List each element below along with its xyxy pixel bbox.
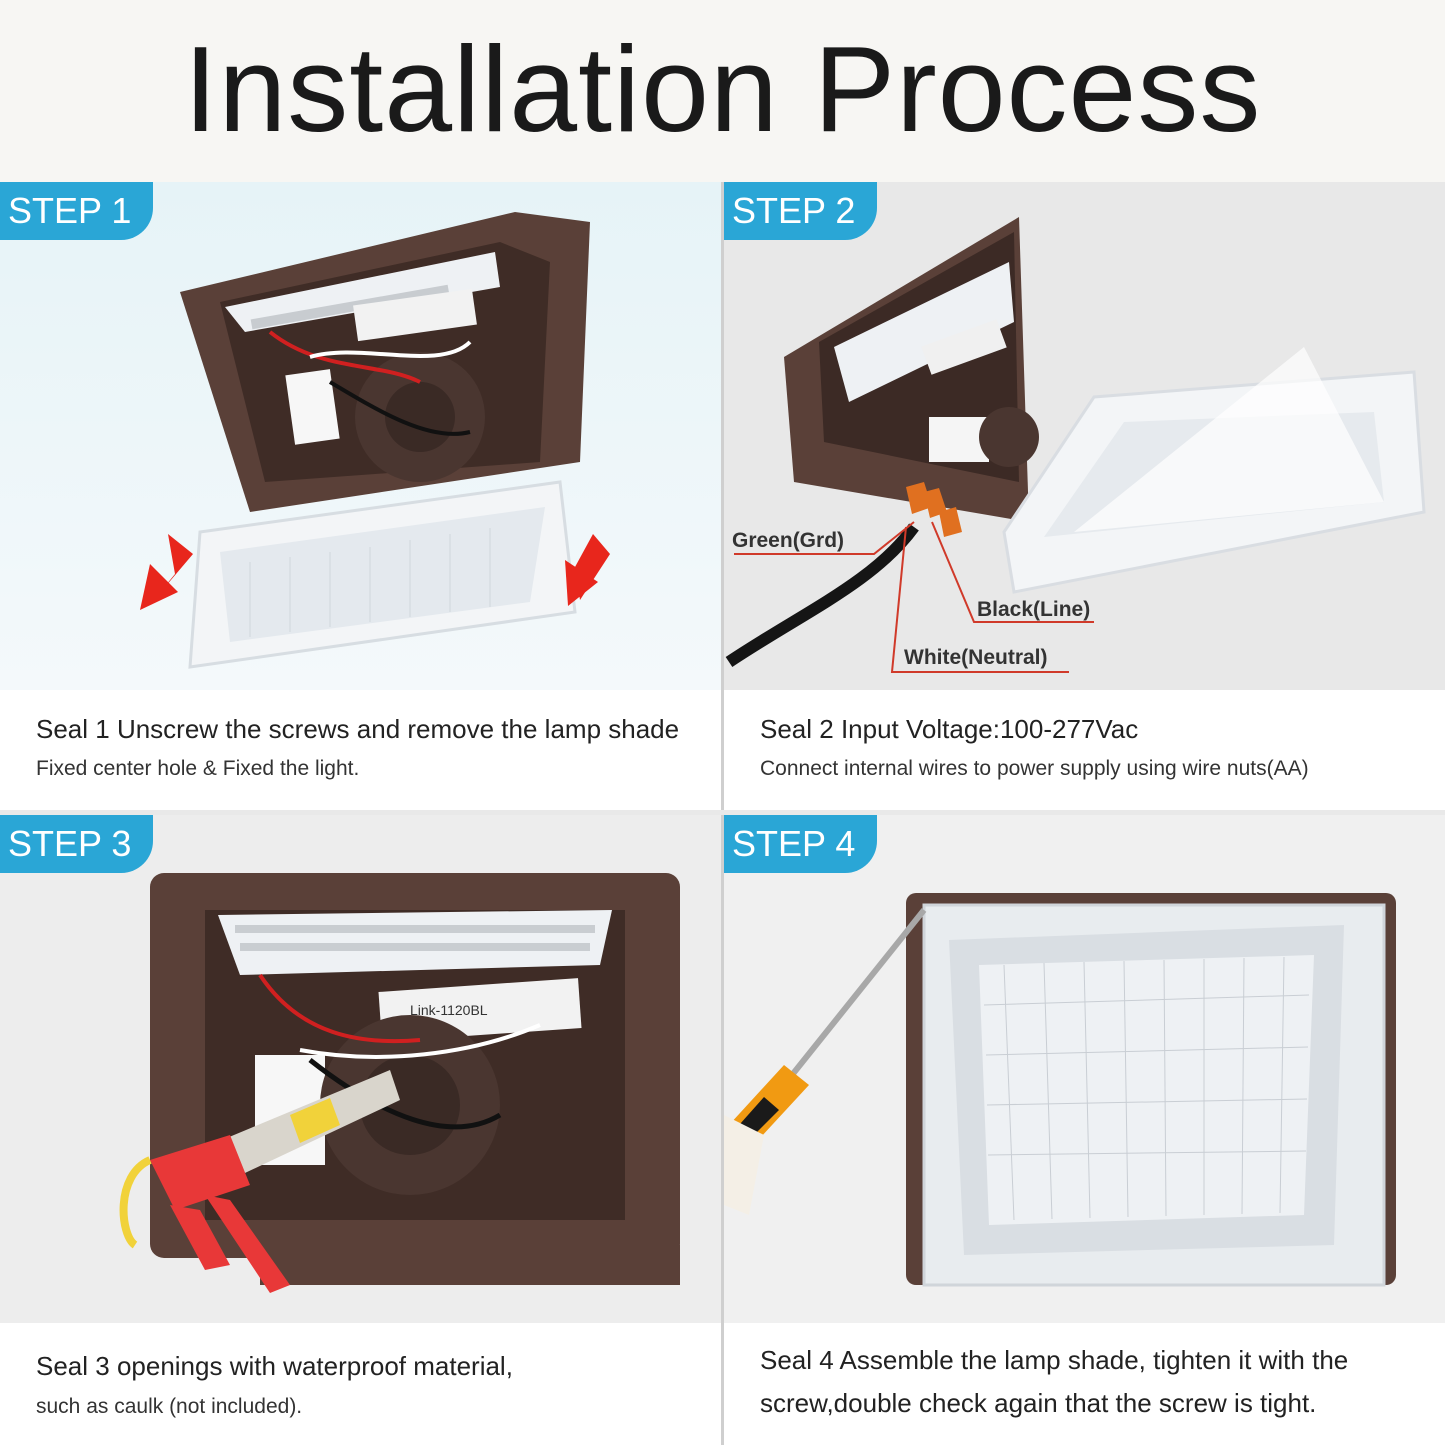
step-1-photo	[0, 182, 721, 690]
step-4-caption: Seal 4 Assemble the lamp shade, tighten …	[760, 1345, 1349, 1375]
step-3-photo: Link-1120BL	[0, 815, 721, 1323]
step-2-subcaption: Connect internal wires to power supply u…	[760, 757, 1309, 780]
step-4-subcaption: screw,double check again that the screw …	[760, 1388, 1317, 1418]
step-4-panel: STEP 4 Seal 4 Assemble the lamp shade, t…	[724, 815, 1445, 1445]
step-2-badge: STEP 2	[724, 182, 878, 240]
page-title: Installation Process	[0, 0, 1445, 178]
step-2-caption: Seal 2 Input Voltage:100-277Vac	[760, 714, 1139, 744]
wire-label-white: White(Neutral)	[904, 646, 1048, 669]
step-1-subcaption: Fixed center hole & Fixed the light.	[36, 757, 360, 780]
driver-label-text: Link-1120BL	[410, 1002, 488, 1018]
step-3-panel: Link-1120BL STEP 3 Seal 3 openings with …	[0, 815, 721, 1445]
wire-label-green: Green(Grd)	[732, 529, 845, 552]
step-3-subcaption: such as caulk (not included).	[36, 1395, 303, 1418]
step-1-caption: Seal 1 Unscrew the screws and remove the…	[36, 714, 680, 744]
wire-label-black: Black(Line)	[977, 598, 1091, 621]
step-2-panel: STEP 2 Green(Grd) Black(Line) White(Neut…	[724, 182, 1445, 810]
step-1-badge: STEP 1	[0, 182, 154, 240]
step-1-panel: STEP 1 Seal 1 Unscrew the screws and rem…	[0, 182, 721, 810]
step-3-badge: STEP 3	[0, 815, 154, 873]
step-3-caption: Seal 3 openings with waterproof material…	[36, 1351, 513, 1381]
horizontal-divider	[0, 810, 1445, 815]
step-4-photo	[724, 815, 1445, 1323]
step-4-badge: STEP 4	[724, 815, 878, 873]
step-2-photo	[724, 182, 1445, 690]
